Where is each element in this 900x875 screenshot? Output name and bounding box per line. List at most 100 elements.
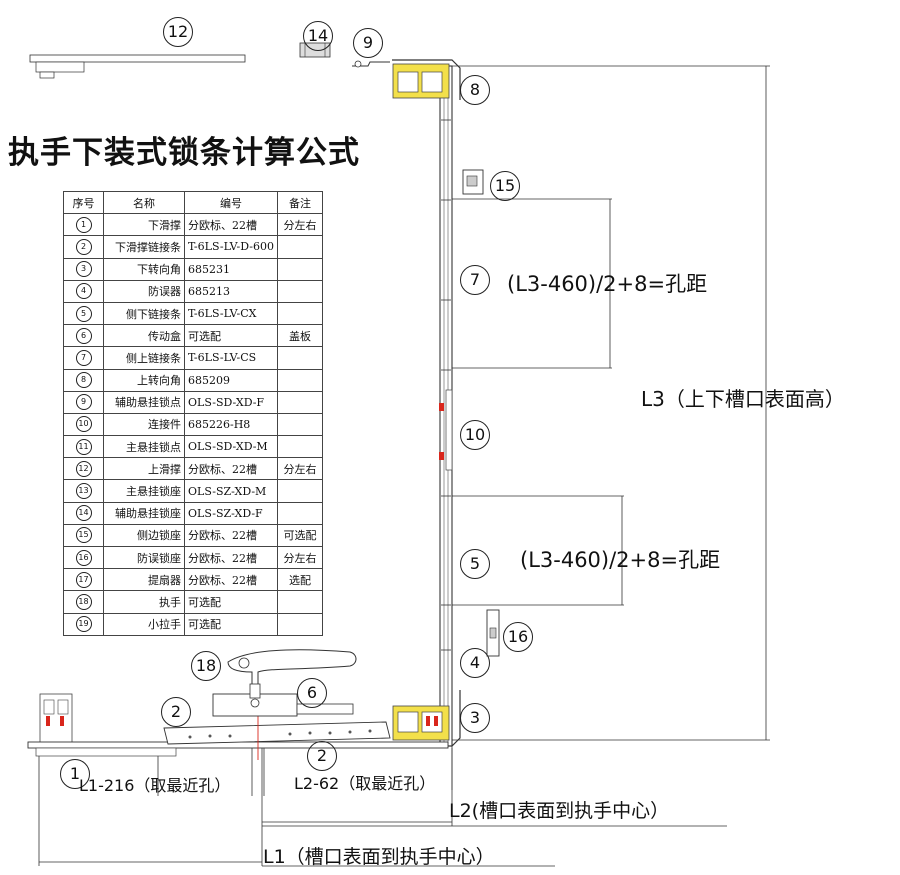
part-note	[276, 368, 323, 392]
row-number-cell: 13	[63, 479, 104, 503]
part-code: 分欧标、22槽	[184, 457, 278, 481]
row-number: 3	[75, 261, 92, 278]
part-code: T-6LS-LV-CS	[184, 346, 278, 370]
part-code: OLS-SZ-XD-M	[184, 479, 278, 503]
row-number: 6	[75, 327, 92, 344]
callout-12: 12	[163, 17, 193, 47]
lower-hole-formula: (L3-460)/2+8=孔距	[520, 548, 721, 572]
row-number: 5	[75, 305, 92, 322]
row-number-cell: 5	[63, 301, 104, 326]
part-name: 上滑撑	[103, 457, 185, 481]
row-number-cell: 6	[63, 324, 104, 348]
callout-8: 8	[460, 75, 490, 105]
upper-hole-formula: (L3-460)/2+8=孔距	[507, 272, 708, 296]
callout-2-left: 2	[161, 697, 191, 727]
part-note: 可选配	[276, 523, 323, 548]
callout-4: 4	[460, 648, 490, 678]
row-number-cell: 18	[63, 590, 104, 614]
row-number-cell: 11	[63, 435, 104, 459]
row-number: 19	[75, 616, 92, 633]
row-number-cell: 4	[63, 279, 104, 303]
table-row: 19 小拉手可选配	[63, 612, 323, 636]
part-code: 685231	[184, 257, 278, 281]
part-note	[276, 390, 323, 414]
bottom-corner-profile	[392, 690, 461, 747]
l3-dimension-label: L3（上下槽口表面高）	[641, 387, 845, 411]
row-number: 14	[75, 505, 92, 522]
row-number: 11	[75, 438, 92, 455]
row-number: 13	[75, 483, 92, 500]
part-name: 连接件	[103, 412, 185, 437]
part-note	[276, 346, 323, 370]
callout-7: 7	[460, 265, 490, 295]
part-code: 分欧标、22槽	[184, 523, 278, 548]
callout-3: 3	[460, 703, 490, 733]
row-number-cell: 8	[63, 368, 104, 392]
part-name: 下滑撑	[103, 213, 185, 237]
part-name: 侧边锁座	[103, 523, 185, 548]
row-number: 9	[75, 394, 92, 411]
col-header-code: 编号	[184, 190, 278, 215]
part-code: 分欧标、22槽	[184, 213, 278, 237]
row-number-cell: 14	[63, 501, 104, 525]
row-number: 7	[75, 349, 92, 366]
part-note	[276, 501, 323, 525]
row-number-cell: 19	[63, 612, 104, 636]
callout-1: 1	[60, 759, 90, 789]
callout-10: 10	[460, 420, 490, 450]
row-number: 1	[75, 216, 92, 233]
part-code: OLS-SD-XD-M	[184, 435, 278, 459]
part-name: 防误锁座	[103, 545, 185, 570]
left-bottom-profile	[39, 693, 73, 745]
row-number-cell: 3	[63, 257, 104, 281]
table-header-row: 序号 名称 编号 备注	[63, 190, 323, 215]
row-number: 15	[75, 527, 92, 544]
part-code: 可选配	[184, 324, 278, 348]
row-number-cell: 15	[63, 523, 104, 548]
callout-14: 14	[303, 21, 333, 51]
part-code: 685213	[184, 279, 278, 303]
row-number: 4	[75, 283, 92, 300]
part-note: 盖板	[276, 324, 323, 348]
gearbox-part	[212, 693, 354, 717]
part-note	[276, 435, 323, 459]
row-number-cell: 2	[63, 235, 104, 259]
upper-stay-part	[29, 54, 246, 79]
part-name: 下转向角	[103, 257, 185, 281]
aux-lock-point-part	[352, 60, 390, 68]
part-code: OLS-SZ-XD-F	[184, 501, 278, 525]
part-name: 侧上链接条	[103, 346, 185, 370]
row-number: 12	[75, 460, 92, 477]
part-name: 辅助悬挂锁座	[103, 501, 185, 525]
page-title: 执手下装式锁条计算公式	[8, 135, 360, 171]
handle-part	[227, 649, 357, 699]
part-name: 主悬挂锁点	[103, 435, 185, 459]
row-number-cell: 1	[63, 213, 104, 237]
callout-18: 18	[191, 651, 221, 681]
callout-9: 9	[353, 28, 383, 58]
part-name: 传动盒	[103, 324, 185, 348]
part-note	[276, 235, 323, 259]
part-code: 可选配	[184, 612, 278, 636]
row-number-cell: 7	[63, 346, 104, 370]
part-note: 选配	[276, 568, 323, 592]
row-number-cell: 17	[63, 568, 104, 592]
callout-15: 15	[490, 171, 520, 201]
col-header-note: 备注	[276, 190, 323, 215]
part-note: 分左右	[276, 545, 323, 570]
dimension-lines	[38, 65, 770, 867]
row-number-cell: 16	[63, 545, 104, 570]
part-name: 小拉手	[103, 612, 185, 636]
part-code: 分欧标、22槽	[184, 568, 278, 592]
